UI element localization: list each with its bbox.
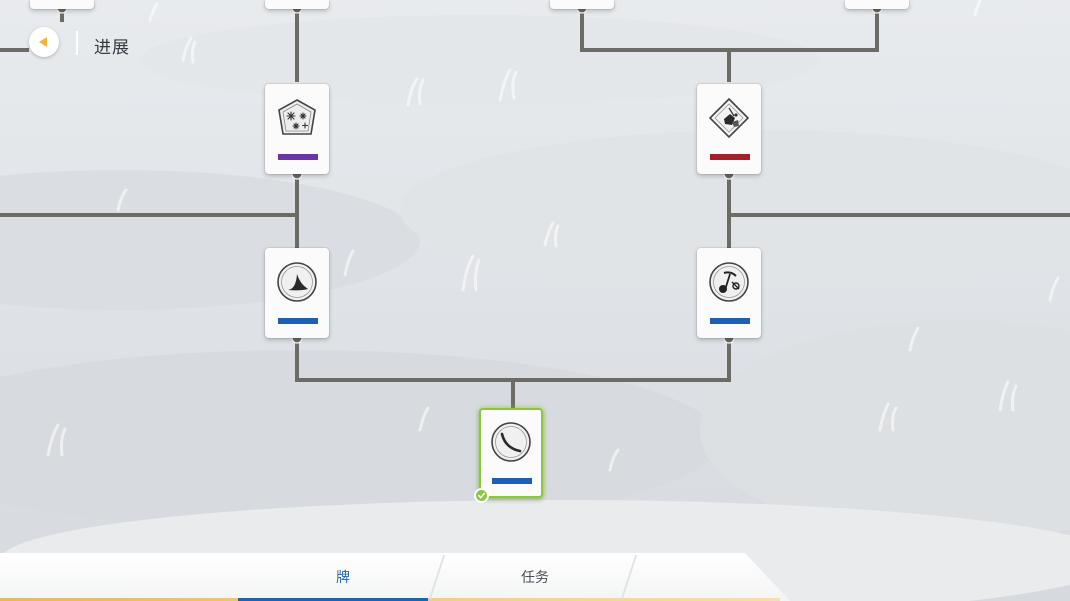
card-snowflakes[interactable] [265, 84, 329, 174]
diamond-rocks-icon [708, 97, 750, 139]
card-fin[interactable] [265, 248, 329, 338]
rarity-bar [710, 154, 750, 160]
tab-tasks[interactable]: 任务 [521, 570, 549, 586]
title-divider [76, 31, 78, 55]
rarity-bar [278, 318, 318, 324]
shark-fin-icon [277, 262, 317, 302]
card-diamond-rocks[interactable] [697, 84, 761, 174]
rarity-bar [278, 154, 318, 160]
connector-lines [0, 8, 1070, 408]
bottom-tab-bar: 牌 任务 [0, 553, 1070, 601]
card-top-right-2[interactable] [845, 0, 909, 9]
pickaxe-ore-icon [709, 262, 749, 302]
active-tab-indicator [238, 598, 428, 601]
tab-cards[interactable]: 牌 [336, 570, 350, 586]
tab-strip [0, 553, 790, 601]
page-title: 进展 [94, 38, 130, 58]
card-curve[interactable] [474, 408, 543, 503]
card-pickaxe[interactable] [697, 248, 761, 338]
rarity-bar [710, 318, 750, 324]
card-top-left-1[interactable] [30, 0, 94, 9]
rarity-bar [492, 478, 532, 484]
completed-check-icon [474, 488, 489, 503]
snowflakes-pentagon-icon [278, 99, 316, 135]
card-top-left-2[interactable] [265, 0, 329, 9]
curved-line-icon [491, 422, 531, 462]
card-top-right-1[interactable] [550, 0, 614, 9]
back-button[interactable] [29, 27, 59, 57]
back-arrow-icon [39, 37, 47, 47]
